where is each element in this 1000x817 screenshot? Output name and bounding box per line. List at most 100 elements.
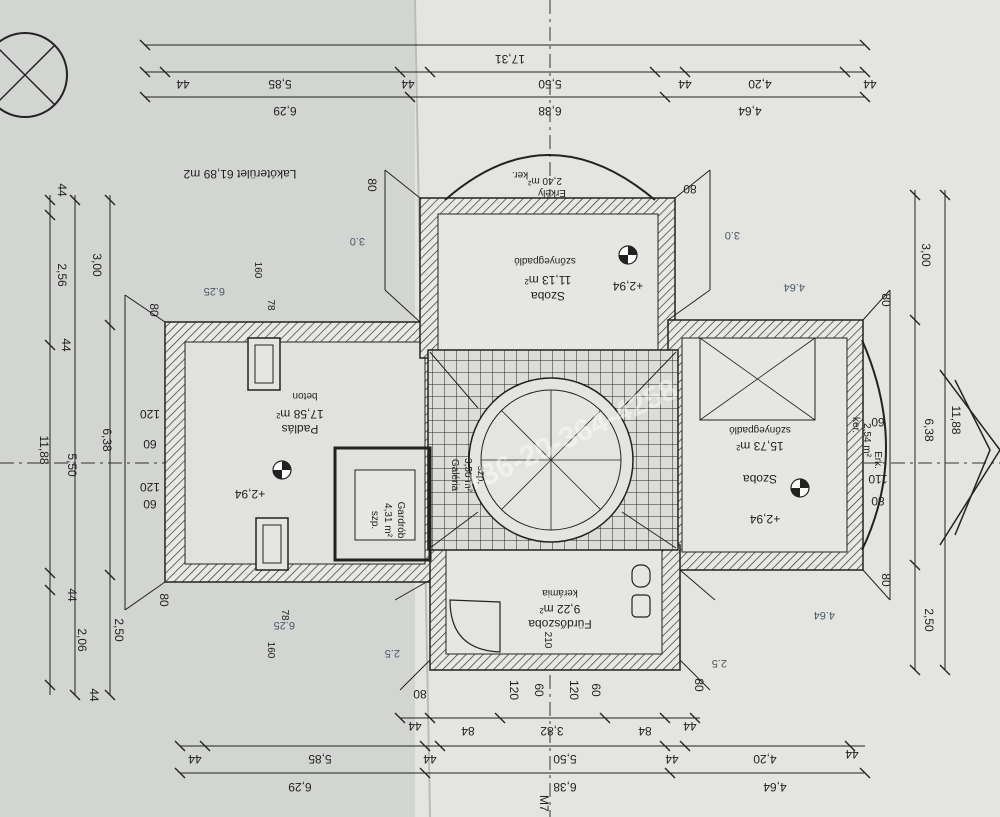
open-l-2: 120 bbox=[140, 480, 160, 494]
open-r-0: 80 bbox=[879, 293, 893, 307]
dim-bottom-row2: 44 5,85 44 5,50 44 4,20 44 bbox=[188, 747, 859, 766]
dim-b1-1: 84 bbox=[461, 724, 475, 738]
wh-0: 160 bbox=[252, 262, 263, 279]
label-galeria: Galéria 3,50 m² szp. bbox=[449, 458, 486, 493]
dim-b1-0: 44 bbox=[408, 719, 422, 733]
room-area-furdo: 9,22 m² bbox=[540, 602, 581, 616]
dim-b2-6: 44 bbox=[845, 747, 859, 761]
dim-b2-1: 5,85 bbox=[308, 752, 332, 766]
open-r-3: 60 bbox=[871, 415, 885, 429]
room-level-szoba-top: +2,94 bbox=[612, 279, 643, 293]
wh-2: 160 bbox=[265, 642, 276, 659]
dim-top-row3: 6,29 6,38 4,64 bbox=[273, 104, 762, 118]
room-area-erkely-right: 2,54 m² bbox=[861, 423, 872, 458]
window-heights: 160 78 160 78 bbox=[252, 262, 290, 659]
open-b-3: 60 bbox=[589, 683, 603, 697]
dimension-lines-top bbox=[145, 44, 865, 98]
garderob-box bbox=[354, 469, 416, 541]
pencil-5: 4.64 bbox=[814, 609, 835, 621]
dim-top-r3-2: 4,64 bbox=[738, 104, 762, 118]
dim-top-r2-3: 5,50 bbox=[538, 77, 562, 91]
wh-1: 78 bbox=[265, 299, 276, 311]
open-b-1: 60 bbox=[532, 683, 546, 697]
bed-outline bbox=[699, 337, 816, 421]
room-name-padlas: Padlás bbox=[282, 422, 319, 436]
room-mat-furdo: kerámia bbox=[542, 587, 578, 598]
label-garderob: Gardrób 4,31 m² szp. bbox=[369, 502, 406, 539]
roof-hip-lines bbox=[124, 169, 891, 691]
label-padlas: Padlás 17,58 m² beton +2,94 bbox=[234, 390, 323, 501]
wh-3: 78 bbox=[279, 609, 290, 621]
wall-garderob bbox=[333, 446, 432, 562]
dim-b2-4: 44 bbox=[665, 752, 679, 766]
open-l-1: 60 bbox=[143, 437, 157, 451]
room-area-galeria: 3,50 m² bbox=[462, 458, 473, 493]
dim-l1-3: 5,50 bbox=[65, 453, 79, 477]
dimension-lines-left bbox=[49, 195, 111, 695]
dim-b2-0: 44 bbox=[188, 752, 202, 766]
dim-top-r3-1: 6,38 bbox=[538, 104, 562, 118]
room-name-furdo: Fürdőszoba bbox=[528, 617, 592, 631]
roof-section-icon bbox=[939, 369, 1000, 546]
room-level-szoba-right: +2,94 bbox=[749, 512, 780, 526]
dim-b2-2: 44 bbox=[423, 752, 437, 766]
level-marker-icon-left bbox=[272, 460, 292, 480]
room-szoba-top-floor bbox=[437, 213, 659, 355]
dim-r1-0: 3,00 bbox=[919, 243, 933, 267]
openings-right: 80 80 110 60 80 bbox=[868, 293, 893, 587]
dim-210: 210 bbox=[542, 632, 553, 649]
room-name-erkely-right: Erk. bbox=[872, 451, 883, 469]
room-name-erkely-top: Erkély bbox=[538, 187, 566, 198]
room-mat-erkely-right: ker. bbox=[850, 417, 861, 433]
dim-l1-0: 44 bbox=[55, 183, 69, 197]
dim-bottom-row3: 6,29 6,38 4,64 bbox=[288, 780, 787, 794]
dim-right-total: 11,88 bbox=[949, 405, 963, 434]
skylight-bottom-inner bbox=[262, 524, 282, 564]
openings-top: 80 80 bbox=[365, 178, 697, 196]
bed-diagonal-2 bbox=[699, 337, 816, 421]
skylight-bottom bbox=[255, 517, 289, 571]
dim-right-col1: 3,00 6,38 2,50 bbox=[919, 243, 936, 632]
building bbox=[124, 154, 891, 691]
dim-left-col3: 3,00 6,38 2,50 bbox=[90, 253, 126, 642]
dim-left-col1: 44 2,56 44 5,50 44 2,06 44 bbox=[55, 183, 101, 702]
dim-l3-2: 2,50 bbox=[112, 618, 126, 642]
room-area-szoba-top: 11,13 m² bbox=[525, 273, 571, 287]
open-t-1: 80 bbox=[683, 182, 697, 196]
label-szoba-top: Szoba 11,13 m² szőnyegpadló +2,94 bbox=[514, 255, 643, 303]
dim-r1-2: 2,50 bbox=[922, 608, 936, 632]
open-l-4: 80 bbox=[147, 303, 161, 317]
dim-top-row2: 44 5,85 44 5,50 44 4,20 44 bbox=[176, 77, 877, 91]
open-t-0: 80 bbox=[365, 178, 379, 192]
pencil-1: 3.0 bbox=[725, 229, 740, 241]
open-r-4: 80 bbox=[871, 494, 885, 508]
dim-top-r2-2: 44 bbox=[401, 77, 415, 91]
open-b-4: 80 bbox=[413, 687, 427, 701]
room-mat-szoba-top: szőnyegpadló bbox=[514, 255, 576, 266]
room-name-szoba-top: Szoba bbox=[531, 289, 565, 303]
open-r-1: 80 bbox=[879, 573, 893, 587]
corner-note: M7 bbox=[537, 795, 551, 812]
pencil-6: 2.5 bbox=[385, 647, 400, 659]
room-mat-erkely-top: ker. bbox=[512, 169, 528, 180]
label-szoba-right: Szoba 15,73 m² szőnyegpadló +2,94 bbox=[729, 424, 791, 526]
balcony-right-arc bbox=[861, 339, 887, 551]
dim-l1-1: 2,56 bbox=[55, 263, 69, 287]
dim-top-r3-0: 6,29 bbox=[273, 104, 297, 118]
open-b-0: 120 bbox=[507, 680, 521, 700]
open-l-3: 60 bbox=[143, 497, 157, 511]
room-name-garderob: Gardrób bbox=[395, 502, 406, 539]
room-level-padlas: +2,94 bbox=[234, 487, 265, 501]
open-b-5: 80 bbox=[692, 678, 706, 692]
stair-treads bbox=[481, 390, 621, 530]
room-mat-garderob: szp. bbox=[369, 511, 380, 529]
room-mat-padlas: beton bbox=[292, 390, 317, 401]
level-marker-icon-right bbox=[790, 478, 810, 498]
dim-top-r2-0: 44 bbox=[176, 77, 190, 91]
room-area-padlas: 17,58 m² bbox=[276, 407, 323, 421]
dim-l1-2: 44 bbox=[59, 338, 73, 352]
gallery-diagonals bbox=[429, 351, 677, 549]
openings-left: 120 60 120 60 80 80 bbox=[140, 303, 171, 607]
open-r-2: 110 bbox=[868, 472, 887, 486]
